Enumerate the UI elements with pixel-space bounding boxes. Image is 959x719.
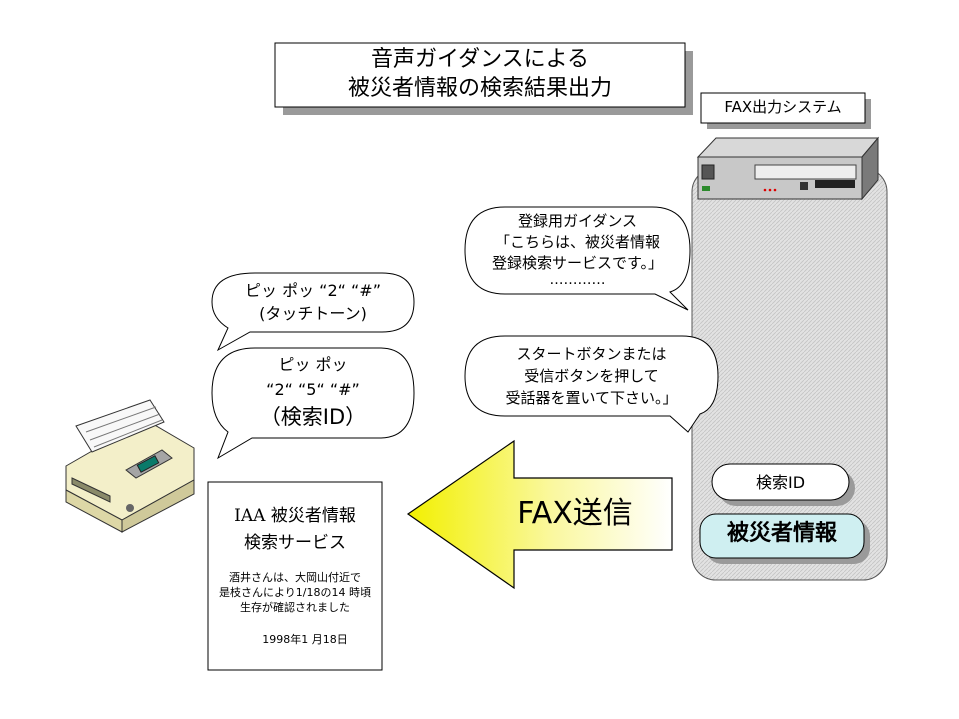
fax-doc-title-2: 検索サービス: [244, 533, 346, 553]
fax-document: [207, 481, 383, 671]
fax-server-icon: [696, 136, 880, 201]
keypress1-line-2: (タッチトーン): [259, 304, 367, 323]
fax-doc-body-2: 是枝さんにより1/18の14 時頃: [219, 586, 371, 599]
guidance2-line-3: 受話器を置いて下さい。」: [505, 389, 678, 407]
guidance2-line-1: スタートボタンまたは: [516, 345, 667, 363]
title-box: [274, 42, 693, 115]
guidance2-line-2: 受信ボタンを押して: [524, 367, 659, 385]
victim-info-badge: [699, 513, 870, 564]
keypress2-line-1: ピッ ポッ: [278, 355, 348, 374]
system-label: FAX出力システム: [724, 98, 842, 116]
search-id-pill: [711, 463, 855, 506]
speech-bubble-keypress-1: [211, 272, 415, 352]
guidance1-line-3: 登録検索サービスです。」: [491, 254, 663, 272]
fax-doc-date: 1998年1 月18日: [262, 633, 348, 646]
system-label-box: [700, 92, 871, 129]
speech-bubble-keypress-2: [211, 347, 415, 460]
fax-machine-icon: [65, 399, 195, 533]
keypress1-line-1: ピッ ポッ “2“ “#”: [244, 281, 381, 300]
title-line-1: 音声ガイダンスによる: [370, 47, 590, 72]
guidance1-line-2: 「こちらは、被災者情報: [494, 233, 660, 251]
search-id-label: 検索ID: [755, 473, 806, 492]
keypress2-line-2: “2“ “5“ “#”: [266, 380, 360, 399]
speech-bubble-guidance-2: [464, 335, 719, 433]
fax-send-arrow: [406, 439, 673, 590]
fax-doc-body-1: 酒井さんは、大岡山付近で: [229, 571, 361, 584]
speech-bubble-guidance-1: [464, 206, 691, 311]
fax-doc-title-1: IAA 被災者情報: [234, 506, 356, 526]
arrow-label: FAX送信: [517, 496, 633, 531]
title-line-2: 被災者情報の検索結果出力: [347, 76, 612, 101]
keypress2-line-3: （検索ID）: [259, 405, 367, 429]
fax-doc-body-3: 生存が確認されました: [240, 601, 350, 614]
guidance1-line-1: 登録用ガイダンス: [517, 212, 638, 230]
guidance1-line-4: …………: [549, 272, 606, 288]
victim-info-label: 被災者情報: [726, 521, 837, 546]
